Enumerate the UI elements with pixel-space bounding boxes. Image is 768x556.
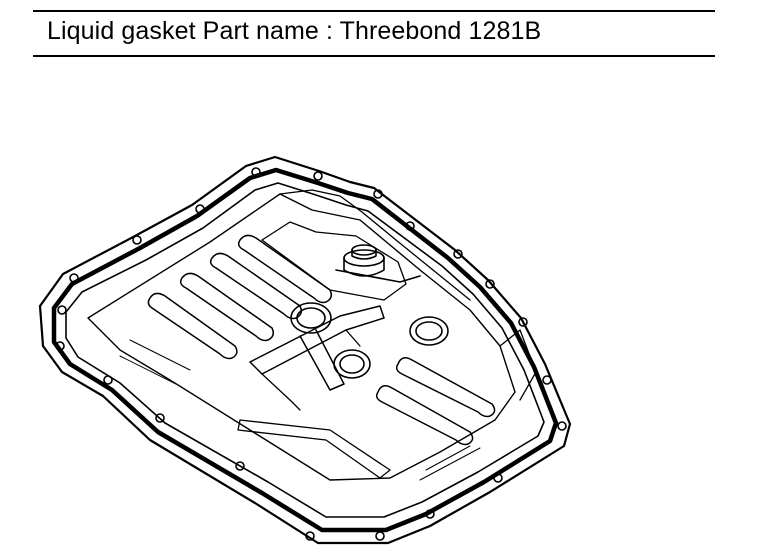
rear-raised-section: [261, 221, 407, 301]
bottom-rule: [33, 55, 715, 57]
cross-rib-mid: [261, 329, 361, 411]
rear-wall: [279, 189, 471, 301]
ribs: [147, 234, 496, 446]
cross-rib-lower: [237, 419, 391, 479]
drain-plug: [335, 244, 421, 283]
cross-rib: [249, 305, 385, 391]
caption-text: Liquid gasket Part name : Threebond 1281…: [47, 17, 542, 45]
bolt-holes: [55, 167, 567, 541]
bosses: [290, 302, 449, 379]
flange-inner-edge: [65, 182, 545, 518]
right-wall: [499, 329, 537, 401]
shade-lines: [119, 339, 481, 481]
flange-outer-edge: [38, 155, 572, 545]
sump-floor: [87, 193, 516, 481]
top-rule: [33, 10, 715, 12]
gasket-bead: [51, 167, 559, 533]
